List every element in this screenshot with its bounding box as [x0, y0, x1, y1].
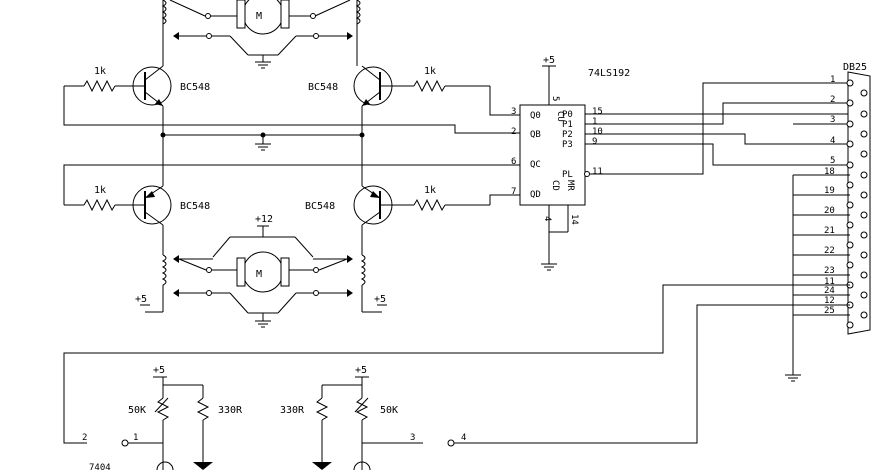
svg-text:6: 6 [511, 157, 516, 167]
db25-connector: DB25 1 2 3 4 5 18 19 20 21 22 [824, 62, 871, 335]
svg-text:1k: 1k [94, 66, 106, 77]
svg-text:QD: QD [530, 190, 541, 200]
svg-text:4: 4 [542, 216, 552, 221]
svg-text:24: 24 [824, 286, 835, 296]
svg-text:1k: 1k [94, 185, 106, 196]
svg-text:4: 4 [461, 433, 466, 443]
svg-text:3: 3 [830, 115, 835, 125]
motor-top-label: M [256, 11, 262, 22]
sensor-right: 3 4 +5 50K 330R [280, 365, 470, 470]
svg-text:3: 3 [410, 433, 415, 443]
svg-text:3: 3 [511, 107, 516, 117]
resistor-top-left: 1k [64, 66, 128, 93]
svg-text:+12: +12 [255, 214, 273, 225]
motor-bottom-label: M [256, 269, 262, 280]
svg-text:9: 9 [592, 137, 597, 147]
svg-text:50K: 50K [128, 405, 146, 416]
svg-text:P1: P1 [562, 120, 573, 130]
q2-label: BC548 [308, 82, 338, 93]
svg-text:1: 1 [830, 75, 835, 85]
svg-text:330R: 330R [280, 405, 305, 416]
svg-text:Q0: Q0 [530, 111, 541, 121]
svg-text:+5: +5 [374, 294, 386, 305]
q4-label: BC548 [305, 201, 335, 212]
transistor-q4: BC548 [305, 185, 400, 226]
q1-label: BC548 [180, 82, 210, 93]
svg-text:11: 11 [824, 277, 835, 287]
transistor-q3: BC548 [128, 185, 210, 226]
svg-text:18: 18 [824, 167, 835, 177]
svg-text:23: 23 [824, 266, 835, 276]
svg-text:11: 11 [592, 167, 603, 177]
svg-text:+5: +5 [355, 365, 367, 376]
svg-text:QC: QC [530, 160, 541, 170]
svg-text:7404: 7404 [89, 463, 111, 470]
svg-text:2: 2 [511, 127, 516, 137]
transistor-q2: BC548 [308, 65, 400, 107]
svg-text:7: 7 [511, 187, 516, 197]
motor-top [242, 0, 284, 35]
svg-text:MR: MR [565, 180, 575, 191]
resistor-top-right: 1k [400, 66, 490, 93]
ic-74ls192: 74LS192 +5 5 CU 3 Q0 2 QB 6 QC 7 QD P0 1… [511, 55, 630, 271]
sensor-left: 2 1 7404 +5 50K 330R [82, 365, 243, 470]
svg-text:5: 5 [830, 156, 835, 166]
q3-label: BC548 [180, 201, 210, 212]
svg-text:20: 20 [824, 206, 835, 216]
bottom-motor-bridge: +5 +5 +12 M [135, 214, 387, 328]
svg-text:74LS192: 74LS192 [588, 68, 630, 79]
svg-text:1: 1 [133, 433, 138, 443]
svg-text:2: 2 [82, 433, 87, 443]
svg-text:P2: P2 [562, 130, 573, 140]
svg-text:25: 25 [824, 306, 835, 316]
transistor-q1: BC548 [128, 65, 210, 107]
svg-text:14: 14 [569, 214, 579, 225]
svg-text:+5: +5 [543, 55, 555, 66]
svg-text:21: 21 [824, 226, 835, 236]
svg-text:12: 12 [824, 296, 835, 306]
top-motor-bridge: M [161, 0, 361, 69]
svg-text:50K: 50K [380, 405, 398, 416]
svg-text:PL: PL [562, 170, 573, 180]
svg-text:5: 5 [550, 96, 560, 101]
motor-bottom [242, 251, 284, 293]
svg-text:1: 1 [592, 117, 597, 127]
svg-text:CD: CD [550, 180, 560, 191]
svg-text:2: 2 [830, 95, 835, 105]
svg-text:1k: 1k [424, 185, 436, 196]
svg-text:+5: +5 [153, 365, 165, 376]
svg-text:P0: P0 [562, 110, 573, 120]
svg-text:CU: CU [555, 111, 565, 122]
svg-text:19: 19 [824, 186, 835, 196]
resistor-bottom-left: 1k [64, 185, 128, 212]
svg-text:DB25: DB25 [843, 62, 867, 73]
svg-text:10: 10 [592, 127, 603, 137]
svg-text:15: 15 [592, 107, 603, 117]
resistor-bottom-right: 1k [400, 185, 490, 212]
svg-text:1k: 1k [424, 66, 436, 77]
svg-text:330R: 330R [218, 405, 243, 416]
svg-text:+5: +5 [135, 294, 147, 305]
svg-text:4: 4 [830, 136, 835, 146]
svg-text:22: 22 [824, 246, 835, 256]
svg-text:P3: P3 [562, 140, 573, 150]
svg-text:QB: QB [530, 130, 541, 140]
